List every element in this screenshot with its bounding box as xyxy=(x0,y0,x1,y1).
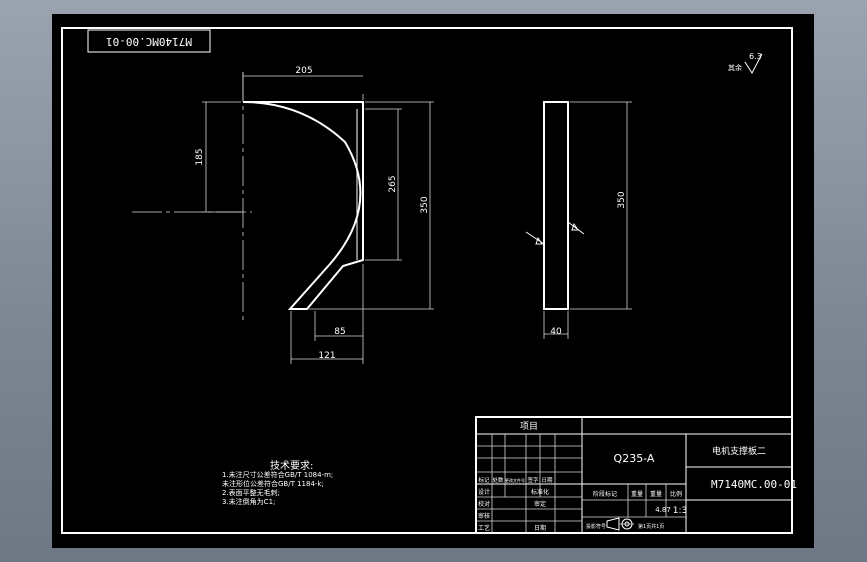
role-review: 审核 xyxy=(478,512,490,520)
dim-40: 40 xyxy=(550,327,562,337)
dim-350-side: 350 xyxy=(617,191,627,208)
part-name: 电机支撑板二 xyxy=(712,445,766,457)
stage-label: 阶段标记 xyxy=(593,490,617,498)
tech-requirements: 技术要求: 1.未注尺寸公差符合GB/T 1084-m; 未注形位公差符合GB/… xyxy=(222,459,333,506)
roughness-symbol-left xyxy=(525,231,545,245)
role-process: 工艺 xyxy=(478,524,490,532)
rev-label-count: 处数 xyxy=(492,476,504,484)
dim-121: 121 xyxy=(318,351,335,361)
role-check: 校对 xyxy=(478,500,490,508)
side-plate-outline xyxy=(543,101,569,310)
tech-item-3: 2.表面平整无毛刺; xyxy=(222,488,280,497)
drawing-sheet: M7140MC.00-01 其余 6.3 205 185 265 350 xyxy=(52,14,814,548)
side-view: 350 40 xyxy=(525,101,632,339)
tech-item-2: 未注形位公差符合GB/T 1184-k; xyxy=(222,479,324,488)
front-view: 205 185 265 350 85 121 xyxy=(132,66,434,364)
dim-350-front: 350 xyxy=(420,196,430,213)
dim-85: 85 xyxy=(334,327,345,337)
role-approve: 审定 xyxy=(534,500,546,508)
title-block: 项目 标记 处数 更改文件号 签字 日期 设计 校对 审核 工艺 标准化 审定 … xyxy=(475,416,797,534)
scale-label: 比例 xyxy=(670,490,682,498)
role-design: 设计 xyxy=(478,488,490,496)
drawing-number: M7140MC.00-01 xyxy=(711,478,797,491)
item-header: 项目 xyxy=(520,421,538,432)
rev-label-date: 日期 xyxy=(541,477,553,484)
dim-265: 265 xyxy=(388,175,398,192)
dim-205: 205 xyxy=(295,66,312,76)
drawing-canvas: M7140MC.00-01 其余 6.3 205 185 265 350 xyxy=(61,27,797,534)
corner-drawing-number: M7140MC.00-01 xyxy=(87,29,211,53)
rev-label-sign: 签字 xyxy=(527,476,539,484)
rev-label-doc: 更改文件号 xyxy=(505,477,525,483)
dim-185: 185 xyxy=(195,148,205,165)
tech-item-4: 3.未注倒角为C1; xyxy=(222,497,275,506)
projection-label: 投影符号 xyxy=(586,523,606,530)
scale-value: 1:3 xyxy=(673,506,687,516)
material-value: Q235-A xyxy=(614,452,655,465)
sheet-info: 第1页共1页 xyxy=(638,523,664,530)
finish-value: 6.3 xyxy=(749,52,762,61)
corner-number-text: M7140MC.00-01 xyxy=(106,35,192,48)
weight-label-2: 重量 xyxy=(650,490,662,498)
rev-label-mark: 标记 xyxy=(478,476,490,484)
weight-value: 4.87 xyxy=(655,506,671,514)
tech-item-1: 1.未注尺寸公差符合GB/T 1084-m; xyxy=(222,470,333,479)
surface-finish-symbol: 其余 6.3 xyxy=(728,52,763,74)
role-standard: 标准化 xyxy=(531,488,549,496)
roughness-symbol-right xyxy=(567,221,585,235)
role-date: 日期 xyxy=(534,524,546,532)
tech-title: 技术要求: xyxy=(270,459,313,472)
projection-symbol xyxy=(606,517,634,531)
plate-outline xyxy=(242,101,364,310)
weight-label: 重量 xyxy=(631,490,643,498)
finish-label: 其余 xyxy=(728,63,742,72)
drawing-frame xyxy=(61,27,793,534)
